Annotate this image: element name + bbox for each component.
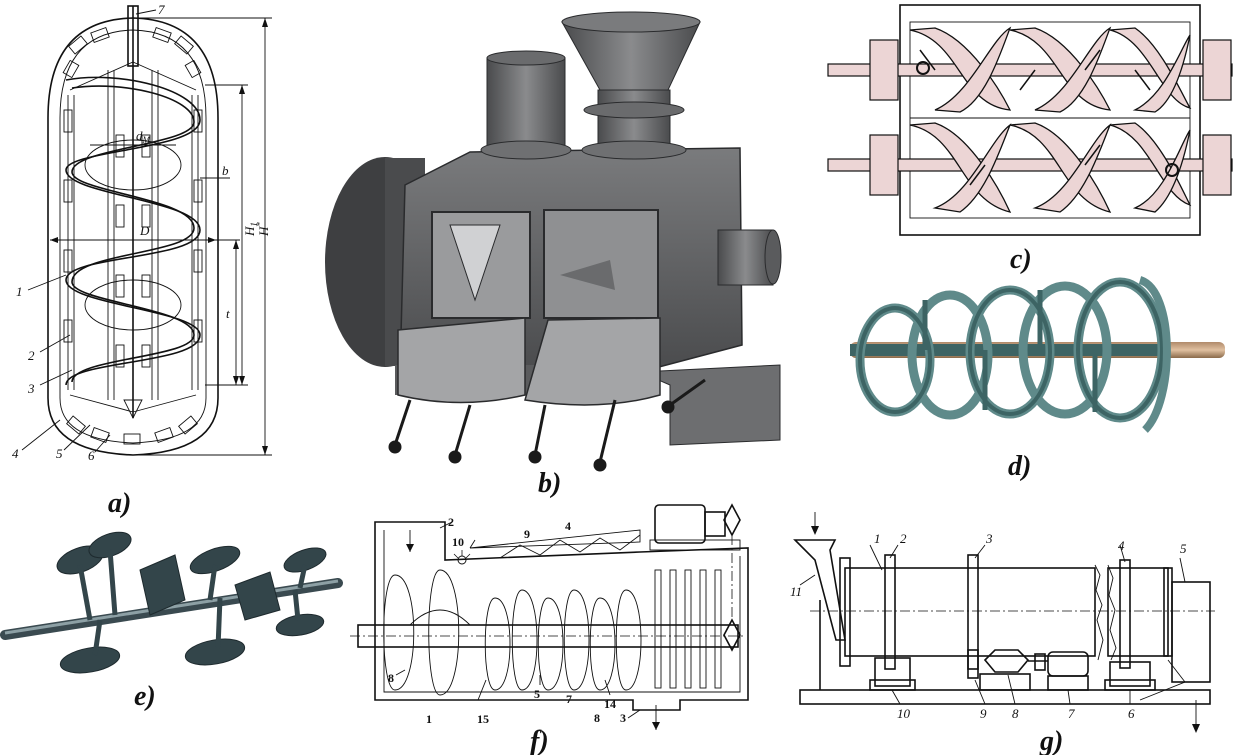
- g-label-10: 10: [897, 706, 911, 721]
- f-label-2: 2: [448, 515, 454, 529]
- top-jacket-segments: [62, 26, 202, 79]
- f-label-1: 1: [426, 712, 432, 726]
- g-label-5: 5: [1180, 541, 1187, 556]
- panel-a-vertical-ribbon-mixer: 7 1 2 3 4 5 6 dM b D t H1 H* a): [12, 2, 272, 519]
- a-label-H1: H1: [242, 222, 259, 237]
- a-label-7: 7: [158, 2, 165, 17]
- f-label-8a: 8: [388, 671, 394, 685]
- caption-g: g): [1039, 726, 1063, 755]
- f-label-8b: 8: [594, 711, 600, 725]
- g-label-4: 4: [1118, 538, 1125, 553]
- a-label-1: 1: [16, 284, 23, 299]
- bottom-jacket-segments: [66, 415, 198, 445]
- a-label-5: 5: [56, 446, 63, 461]
- helical-ribbon: [65, 76, 201, 386]
- a-label-4: 4: [12, 446, 19, 461]
- caption-a: a): [108, 488, 131, 519]
- a-label-3: 3: [27, 381, 35, 396]
- panel-e-paddle-shaft-photo: e): [0, 531, 343, 712]
- f-label-4: 4: [565, 519, 571, 533]
- f-label-7: 7: [566, 692, 572, 706]
- a-label-H: H*: [255, 222, 271, 237]
- f-label-15: 15: [477, 712, 489, 726]
- panel-a-leaders: [21, 9, 157, 453]
- g-label-7: 7: [1068, 706, 1075, 721]
- f-label-3: 3: [620, 711, 626, 725]
- g-label-6: 6: [1128, 706, 1135, 721]
- a-label-6: 6: [88, 448, 95, 463]
- screw-flights: [383, 569, 642, 696]
- g-label-1: 1: [874, 531, 881, 546]
- a-label-D: D: [139, 223, 150, 238]
- a-label-t: t: [226, 306, 230, 321]
- panel-d-ribbon-agitator-photo: d): [850, 276, 1225, 482]
- caption-c: c): [1010, 244, 1032, 275]
- g-label-2: 2: [900, 531, 907, 546]
- g-label-3: 3: [985, 531, 993, 546]
- f-label-14: 14: [604, 697, 616, 711]
- a-label-2: 2: [28, 348, 35, 363]
- f-label-10: 10: [452, 535, 464, 549]
- caption-d: d): [1008, 451, 1031, 482]
- mixer-arms: [69, 61, 197, 420]
- a-label-dm: dM: [136, 128, 151, 145]
- caption-f: f): [530, 726, 549, 755]
- caption-b: b): [538, 468, 561, 499]
- panel-g-rotary-drum-mixer: 1 2 3 4 5 11 10 9 8 7 6 g): [790, 512, 1215, 755]
- f-label-5: 5: [534, 687, 540, 701]
- panel-f-screw-mixer-section: 2 10 9 4 8 1 15 5 7 14 8 3 f): [350, 503, 749, 755]
- panel-c-double-shaft-mixer: c): [827, 4, 1233, 275]
- panel-b-horizontal-mixer-photo: b): [325, 11, 782, 499]
- f-label-9: 9: [524, 527, 530, 541]
- g-label-11: 11: [790, 584, 802, 599]
- g-label-9: 9: [980, 706, 987, 721]
- a-label-b: b: [222, 163, 229, 178]
- g-label-8: 8: [1012, 706, 1019, 721]
- paddle-bars: [654, 569, 722, 689]
- caption-e: e): [134, 681, 156, 712]
